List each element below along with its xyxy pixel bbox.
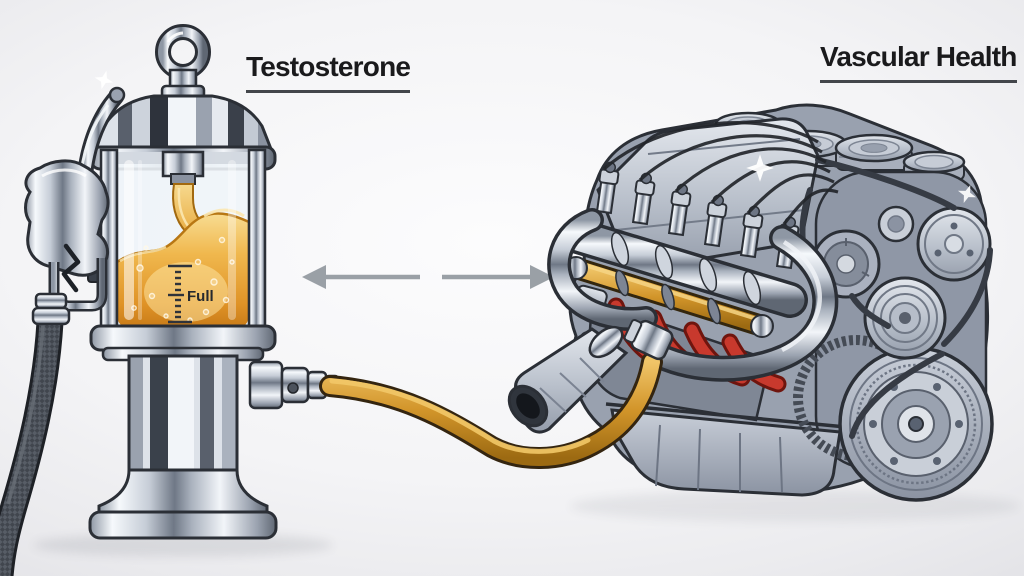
funnel-collar: [588, 325, 624, 359]
hanging-ring-icon: [155, 24, 211, 80]
fuel-nozzle: [24, 86, 126, 326]
nozzle-squiggle: [61, 243, 81, 293]
plug-wires: [602, 121, 839, 226]
intake-funnel: [507, 319, 674, 434]
intake-pipe-left: [547, 208, 658, 331]
base-plinth: [88, 510, 278, 540]
sparkle-icon: [94, 70, 114, 90]
sparkle-icon: [957, 184, 977, 204]
nozzle-body: [24, 159, 110, 277]
intake-manifold-log: [560, 218, 808, 318]
arrow-left: [302, 265, 420, 289]
full-label: Full: [187, 288, 214, 305]
level-gauge: [168, 264, 192, 324]
glass-highlight: [228, 160, 236, 320]
sparkles: [94, 70, 977, 204]
idler-pulley: [877, 205, 915, 243]
glass-highlight: [138, 160, 142, 320]
label-vascular-health: Vascular Health: [820, 41, 1017, 83]
sparkle-icon: [746, 154, 774, 182]
nozzle-hose: [0, 308, 64, 576]
spark-plugs: [595, 161, 800, 270]
glass-frame-right: [247, 148, 267, 334]
hose-coupler: [623, 319, 674, 361]
water-pump-pulley: [863, 276, 947, 360]
double-arrow: [302, 265, 554, 289]
mid-band: [89, 324, 277, 352]
amber-fluid: [117, 208, 249, 328]
label-testosterone: Testosterone: [246, 51, 411, 93]
dome-cap: [92, 94, 274, 151]
arrow-right: [442, 265, 554, 289]
port-bolt: [287, 382, 299, 394]
gold-hose: [319, 351, 663, 469]
inner-spout: [161, 150, 205, 185]
spout-tip: [108, 86, 126, 104]
fuel-pump-illustration: Full: [87, 24, 340, 540]
glass-highlight: [124, 160, 134, 320]
crank-bolts: [869, 383, 963, 465]
glass-chamber: Full: [87, 148, 267, 334]
crank-pulley: [838, 346, 994, 502]
hose-collar: [31, 306, 71, 326]
base-pedestal: [88, 354, 278, 540]
hose-collar: [34, 292, 68, 310]
intake-pipe-right: [647, 225, 839, 382]
engine-illustration: [547, 103, 994, 502]
air-stack: [834, 133, 914, 171]
ac-pulley: [916, 206, 992, 282]
